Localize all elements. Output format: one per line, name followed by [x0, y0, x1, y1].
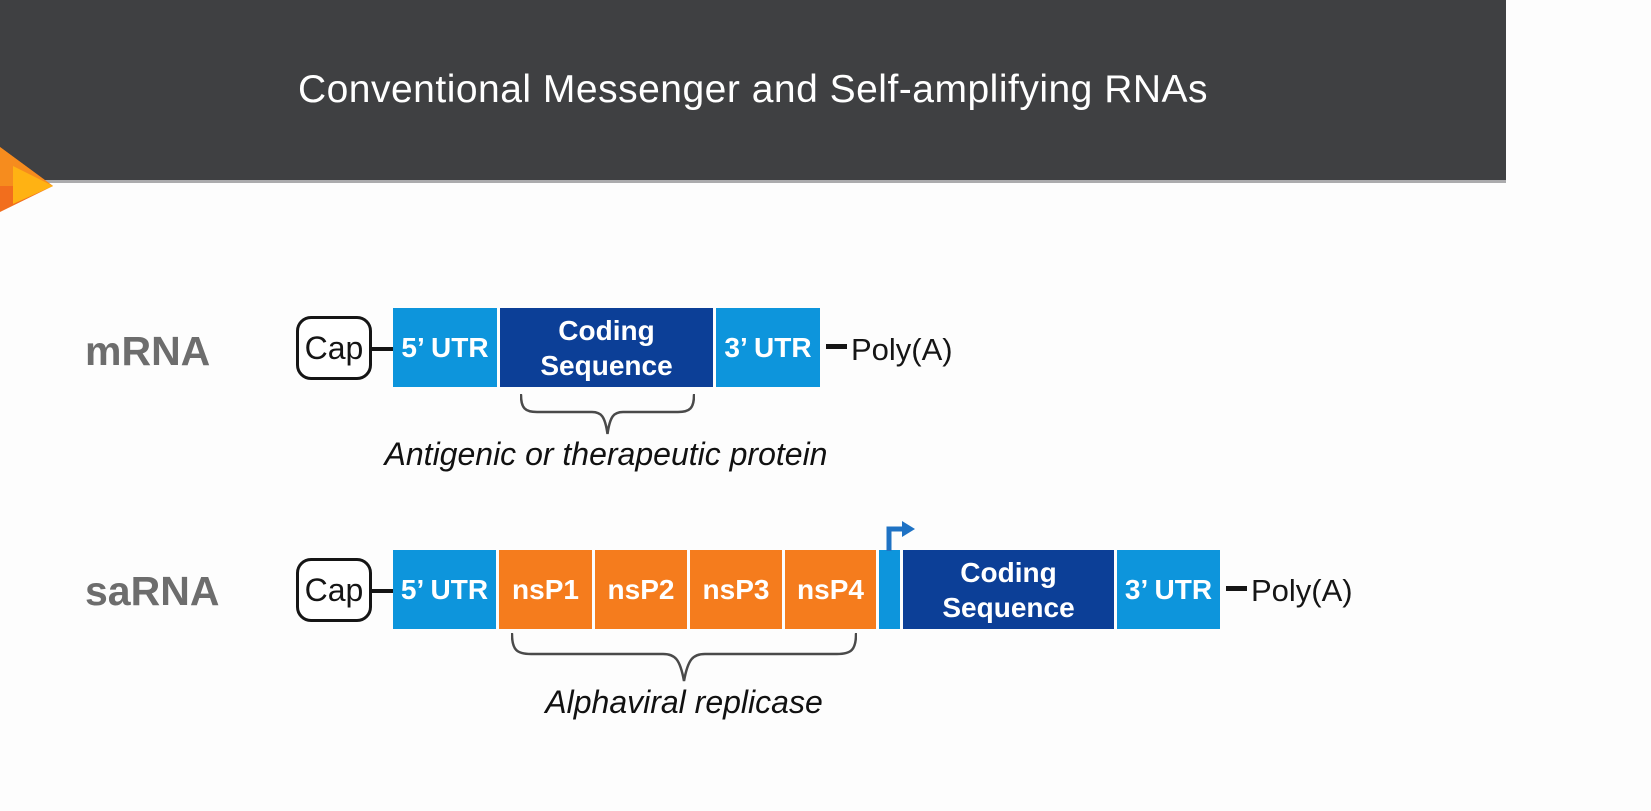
sarna-brace-caption: Alphaviral replicase [545, 684, 823, 720]
title-bar: Conventional Messenger and Self-amplifyi… [0, 0, 1506, 183]
sarna-cap-label: Cap [304, 571, 364, 608]
sarna-segment-3utr: 3’ UTR [1117, 550, 1220, 629]
sarna-row-label: saRNA [85, 568, 220, 614]
sarna-segment-subgenomic-promoter [879, 550, 900, 629]
mrna-coding-underbrace-icon [520, 394, 695, 435]
mrna-segments: 5’ UTR Coding Sequence 3’ UTR [393, 308, 820, 387]
mrna-cap-label: Cap [304, 329, 364, 366]
sarna-segment-coding-sequence: Coding Sequence [903, 550, 1114, 629]
slide-title: Conventional Messenger and Self-amplifyi… [297, 68, 1209, 111]
sarna-segment-nsp1: nsP1 [499, 550, 592, 629]
sarna-segment-5utr: 5’ UTR [393, 550, 496, 629]
sarna-cap-connector [370, 589, 393, 593]
sarna-segments: 5’ UTR nsP1 nsP2 nsP3 nsP4 Coding Sequen… [393, 550, 1220, 629]
sarna-polya-label: Poly(A) [1251, 573, 1353, 608]
subgenomic-promoter-arrow-icon [886, 521, 915, 551]
mrna-segment-5utr: 5’ UTR [393, 308, 497, 387]
mrna-brace-caption: Antigenic or therapeutic protein [384, 436, 828, 472]
mrna-cap-box: Cap [296, 316, 372, 380]
sarna-cap-box: Cap [296, 558, 372, 622]
mrna-segment-3utr: 3’ UTR [716, 308, 820, 387]
accent-arrow-icon [0, 147, 53, 212]
sarna-segment-nsp3: nsP3 [690, 550, 782, 629]
sarna-segment-nsp2: nsP2 [595, 550, 687, 629]
mrna-cap-connector [370, 347, 393, 351]
mrna-segment-coding-sequence: Coding Sequence [500, 308, 713, 387]
mrna-polya-label: Poly(A) [851, 332, 953, 367]
mrna-row-label: mRNA [85, 328, 211, 374]
sarna-polya-connector [1226, 586, 1247, 591]
sarna-segment-nsp4: nsP4 [785, 550, 876, 629]
sarna-replicase-underbrace-icon [511, 633, 857, 682]
mrna-polya-connector [826, 344, 847, 349]
